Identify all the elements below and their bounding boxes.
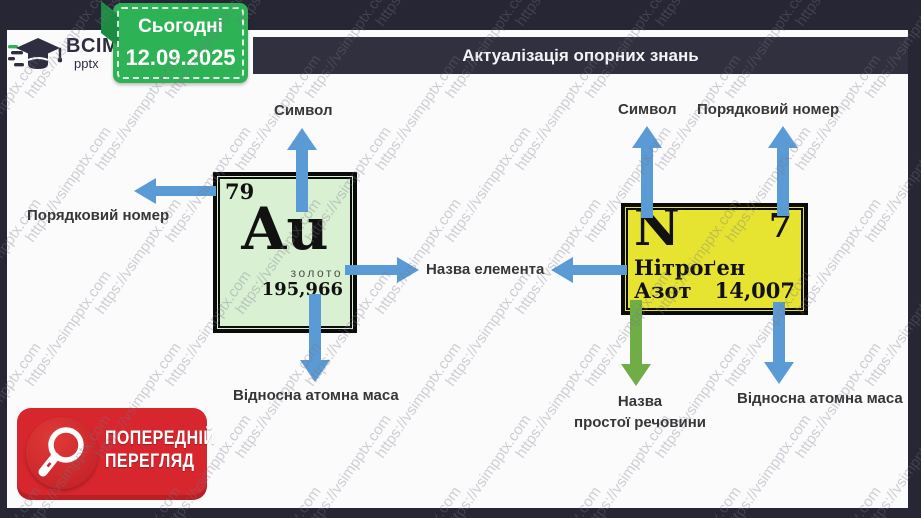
label-element-name: Назва елемента: [426, 261, 545, 278]
element-card-gold: 79 Au золото 195,966: [213, 172, 357, 333]
label-substance-line2: простої речовини: [574, 414, 706, 431]
arrow-right-gold-element-name: [345, 257, 419, 283]
nitrogen-atomic-number: 7: [769, 206, 792, 245]
watermark-text: https://vsimpptx.com: [652, 0, 744, 29]
gold-element-name: золото: [290, 266, 343, 280]
arrow-down-substance-name: [621, 300, 651, 386]
brand-logo: BCIM pptx: [8, 36, 119, 74]
arrow-down-nitrogen-atomic-mass: [764, 302, 794, 384]
brand-suffix: pptx: [74, 56, 99, 71]
preview-badge: ПОПЕРЕДНІЙ ПЕРЕГЛЯД: [17, 408, 215, 500]
preview-badge-line2: ПЕРЕГЛЯД: [105, 451, 195, 472]
arrow-left-gold-atomic-number: [134, 178, 216, 204]
date-badge-date: 12.09.2025: [125, 44, 236, 70]
watermark-text: https://vsimpptx.com: [0, 0, 45, 29]
label-substance-name: Назва простої речовини: [565, 391, 715, 433]
preview-badge-line1: ПОПЕРЕДНІЙ: [105, 428, 216, 449]
label-nitrogen-symbol: Символ: [618, 101, 677, 118]
date-badge-label: Сьогодні: [138, 15, 223, 37]
slide-title-bar: Актуалізація опорних знань: [253, 37, 908, 74]
element-card-nitrogen: N 7 Нітроґен Азот 14,007: [621, 203, 808, 315]
arrow-up-nitrogen-atomic-number: [768, 126, 798, 216]
nitrogen-substance-name: Азот: [634, 278, 692, 303]
brand-name: BCIM: [66, 35, 120, 57]
arrow-left-nitrogen-element-name: [551, 257, 627, 283]
graduation-cap-icon: [8, 38, 62, 69]
arrow-up-gold-symbol: [287, 128, 317, 212]
label-nitrogen-atomic-mass: Відносна атомна маса: [737, 390, 903, 407]
date-badge: Сьогодні 12.09.2025: [101, 0, 248, 83]
label-gold-atomic-number: Порядковий номер: [27, 207, 170, 224]
nitrogen-element-name: Нітроґен: [634, 255, 746, 280]
label-substance-line1: Назва: [617, 393, 663, 410]
preview-badge-text: ПОПЕРЕДНІЙ ПЕРЕГЛЯД: [105, 427, 215, 473]
brand-text: BCIM pptx: [66, 36, 119, 70]
label-gold-symbol: Символ: [274, 102, 333, 119]
watermark-text: https://vsimpptx.com: [372, 0, 464, 29]
arrow-down-gold-atomic-mass: [300, 294, 330, 382]
magnifier-icon: [38, 427, 84, 477]
magnifier-circle: [26, 417, 98, 489]
arrow-up-nitrogen-symbol: [632, 126, 662, 218]
slide-title: Актуалізація опорних знань: [462, 45, 699, 65]
watermark-text: https://vsimpptx.com: [792, 0, 884, 29]
label-nitrogen-atomic-number: Порядковий номер: [697, 101, 840, 118]
watermark-text: https://vsimpptx.com: [512, 0, 604, 29]
gold-symbol: Au: [241, 195, 329, 263]
gold-atomic-number: 79: [225, 179, 255, 204]
gold-atomic-mass: 195,966: [261, 279, 343, 300]
label-gold-atomic-mass: Відносна атомна маса: [233, 387, 399, 404]
nitrogen-atomic-mass: 14,007: [714, 278, 795, 303]
